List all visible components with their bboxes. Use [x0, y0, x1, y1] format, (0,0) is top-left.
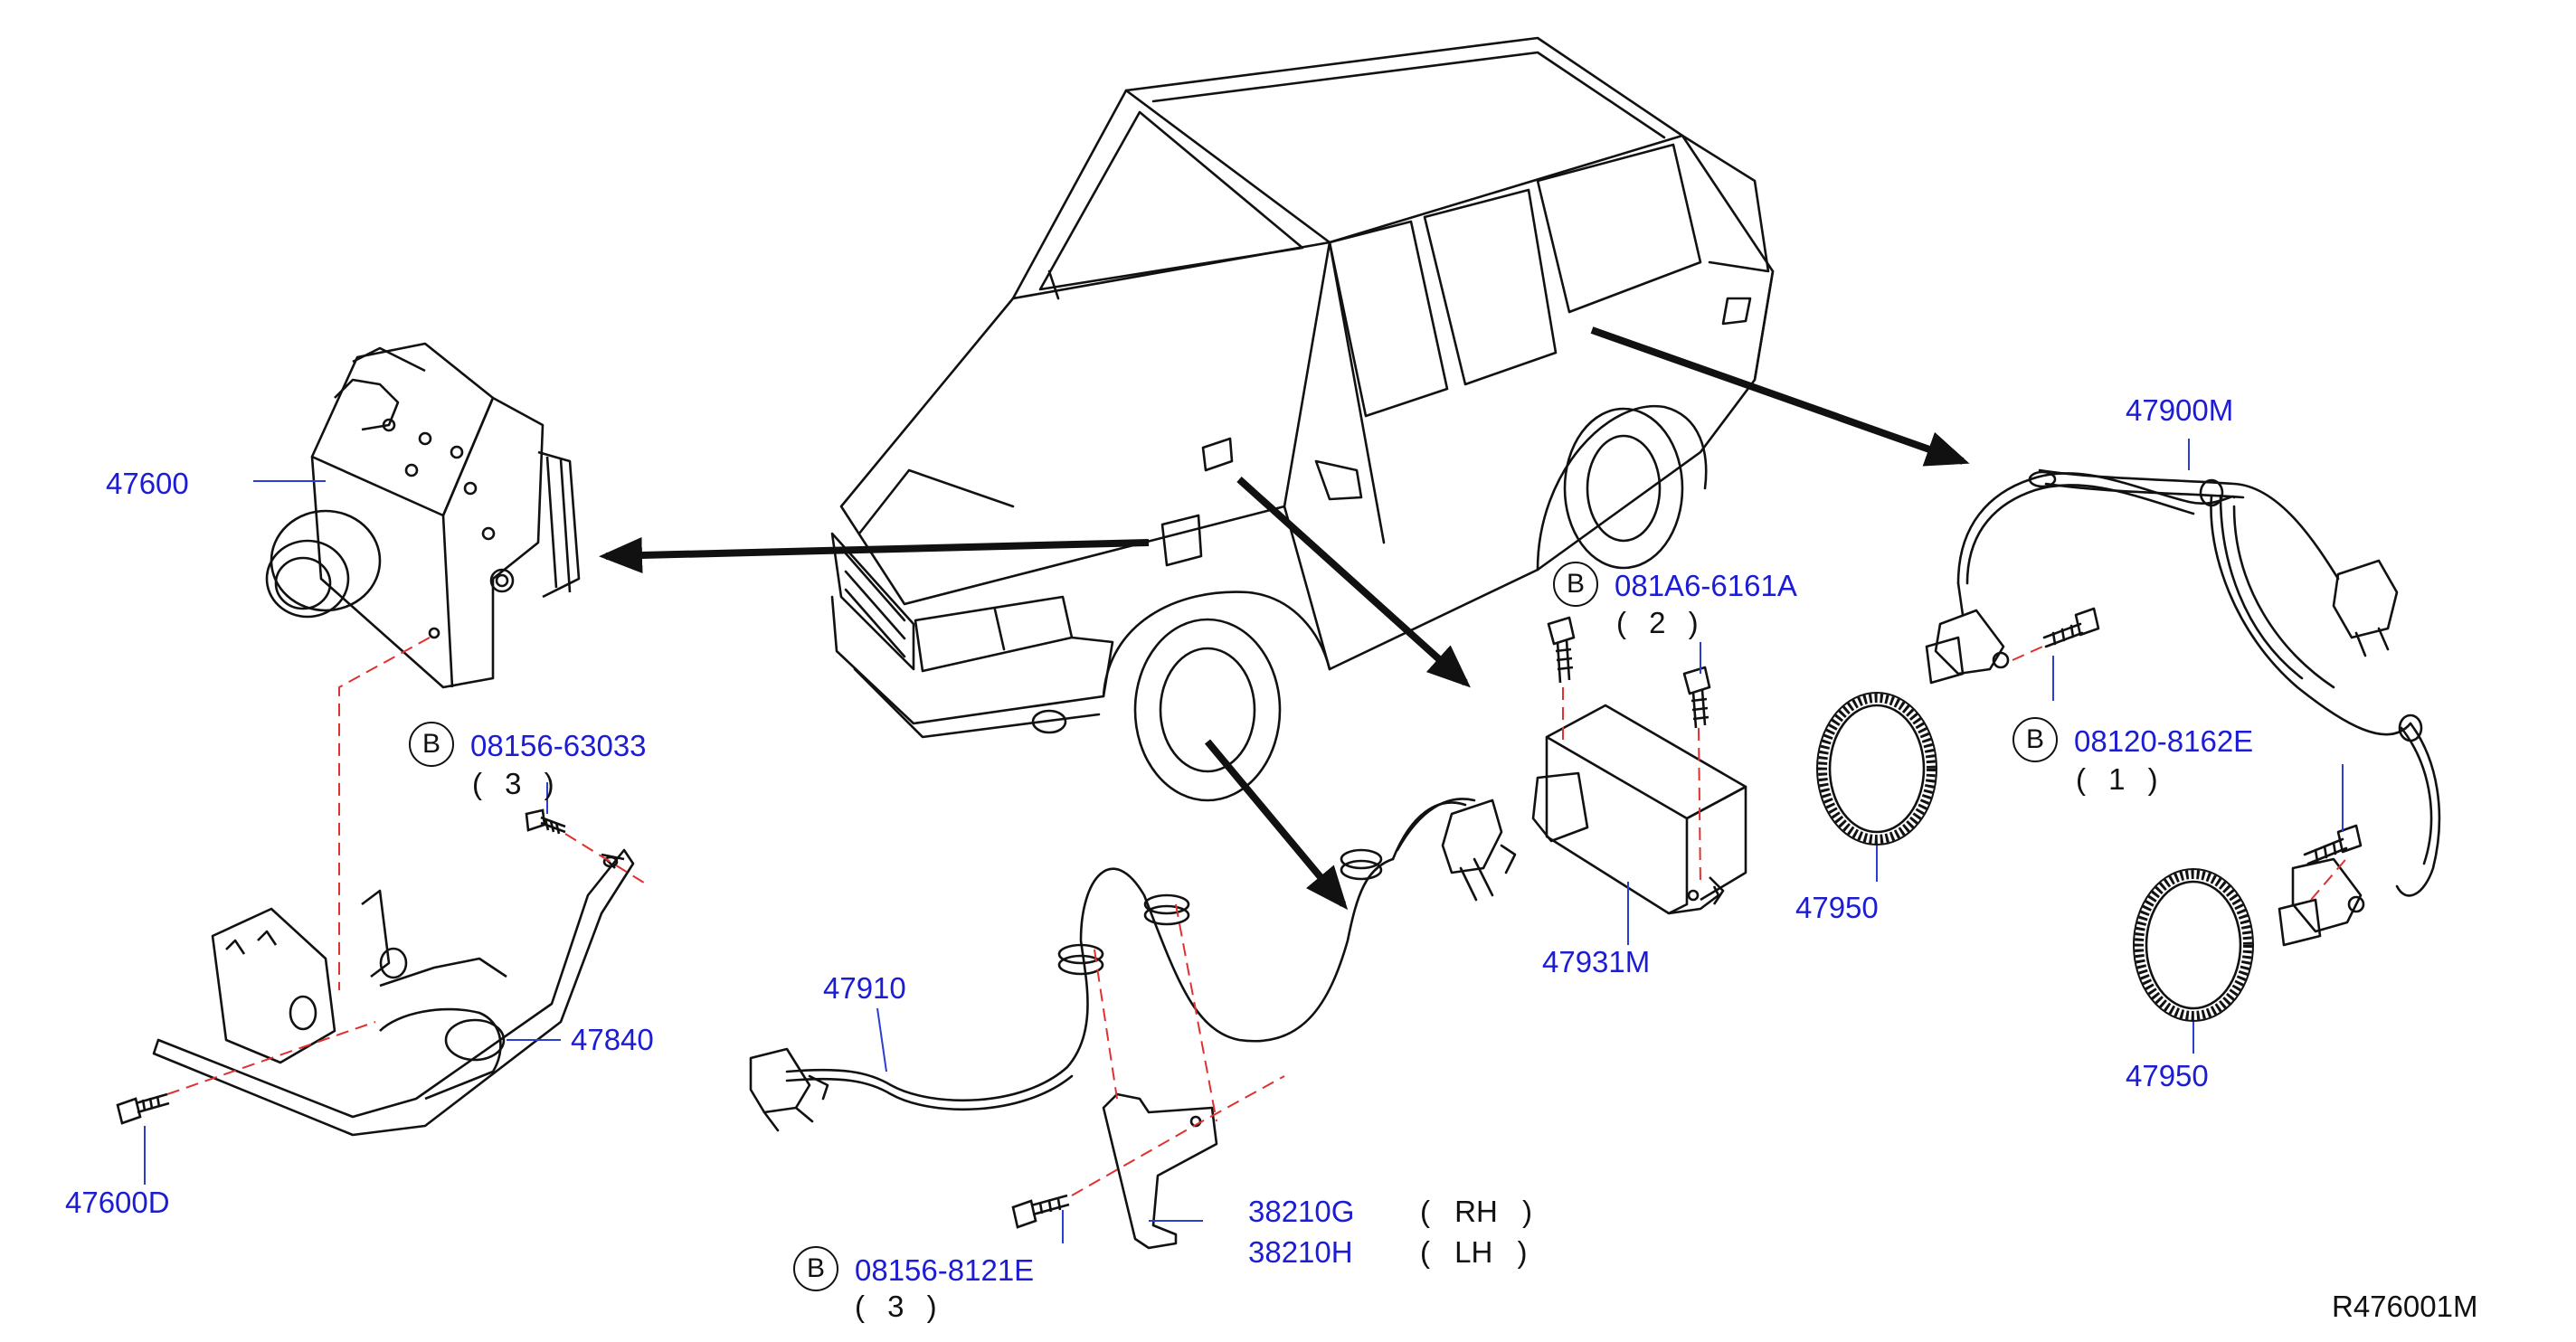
- sensor-rotor-drawing-2: [2133, 868, 2254, 1022]
- clip-bracket-drawing: [1102, 1092, 1218, 1250]
- bolt-code-081a6-6161a: 081A6-6161A: [1615, 569, 1797, 602]
- arrow-to-front-sensor: [1204, 739, 1349, 911]
- bolt-code-08120-8162e: 08120-8162E: [2074, 724, 2254, 758]
- side-label-lh: ( LH ): [1420, 1235, 1528, 1269]
- part-number-47910: 47910: [823, 971, 906, 1005]
- bolt-symbol-b: B: [1553, 562, 1598, 607]
- part-number-47950-lower: 47950: [2126, 1059, 2209, 1092]
- diagram-id: R476001M: [2332, 1290, 2478, 1323]
- bracket-drawing: [152, 848, 635, 1137]
- bolt-qty: ( 2 ): [1616, 606, 1699, 639]
- clip-bolt-drawing: [1011, 1194, 1070, 1229]
- part-number-47840: 47840: [571, 1023, 654, 1056]
- bolt-qty: ( 3 ): [472, 767, 554, 800]
- arrow-to-rear-harness: [1590, 326, 1970, 467]
- arrow-to-actuator: [599, 537, 1150, 573]
- part-number-47931m: 47931M: [1542, 945, 1651, 978]
- location-arrows: [599, 326, 1970, 911]
- yaw-sensor-drawing: [1531, 616, 1747, 915]
- part-number-38210g: 38210G: [1248, 1195, 1355, 1228]
- part-number-47950-upper: 47950: [1795, 891, 1879, 924]
- bolt-symbol-b: B: [793, 1246, 838, 1291]
- sensor-rotor-drawing-1: [1816, 692, 1937, 846]
- part-number-47900m: 47900M: [2126, 393, 2234, 427]
- arrow-to-yaw-sensor: [1236, 477, 1471, 688]
- assembly-leader-lines: [166, 637, 2351, 1196]
- part-number-47600d: 47600D: [65, 1186, 170, 1219]
- part-number-38210h: 38210H: [1248, 1235, 1353, 1269]
- actuator-bolt-drawing: [525, 808, 566, 835]
- abs-actuator-drawing: [265, 342, 581, 689]
- bracket-bolt-drawing: [116, 1092, 170, 1125]
- bolt-code-08156-63033: 08156-63033: [470, 729, 647, 762]
- front-sensor-drawing: [749, 798, 1517, 1132]
- part-number-47600: 47600: [106, 467, 189, 500]
- bolt-qty: ( 1 ): [2076, 762, 2158, 796]
- bolt-code-08156-8121e: 08156-8121E: [855, 1253, 1035, 1287]
- bolt-symbol-b: B: [2012, 717, 2058, 762]
- callout-leader-lines: [144, 439, 2344, 1243]
- bolt-symbol-b: B: [409, 722, 454, 767]
- rear-harness-drawing: [1925, 468, 2441, 947]
- side-label-rh: ( RH ): [1420, 1195, 1532, 1228]
- bolt-qty: ( 3 ): [855, 1290, 937, 1323]
- vehicle-illustration: [830, 36, 1775, 802]
